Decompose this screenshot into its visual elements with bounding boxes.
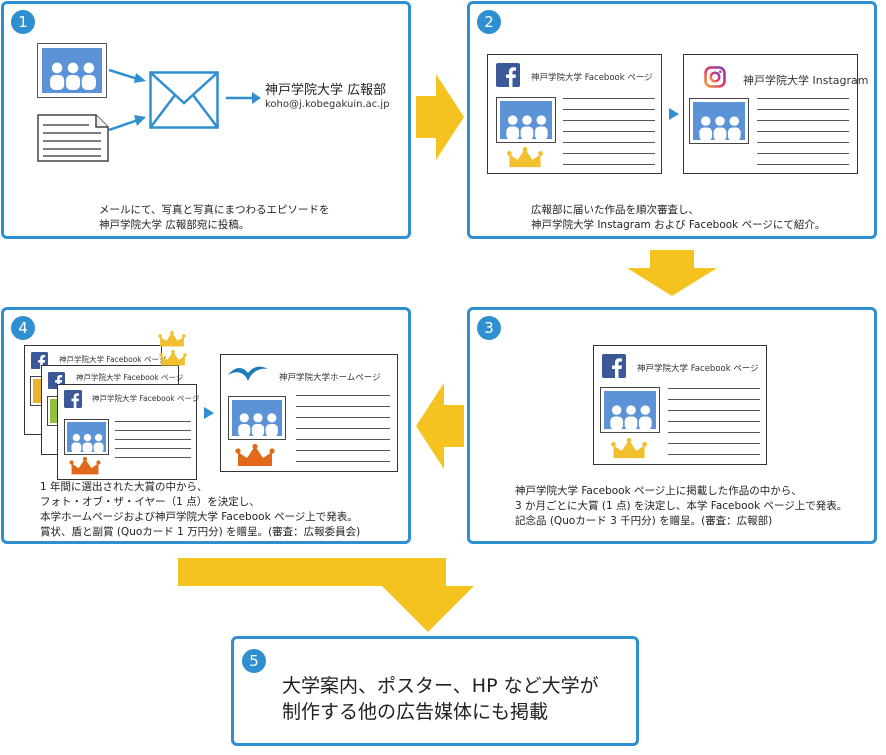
caption-line: 記念品 (Quoカード 3 千円分) を贈呈。(審査：広報部) (515, 515, 773, 527)
document-icon (37, 114, 109, 162)
instagram-page-card: 神戸学院大学 Instagram (683, 54, 868, 175)
caption-line: 1 年間に選出された大賞の中から、 (40, 481, 208, 493)
card-title: 神戸学院大学ホームページ (279, 373, 381, 383)
step-2-caption: 広報部に届いた作品を順次審査し、 神戸学院大学 Instagram および Fa… (531, 203, 825, 233)
arrow-icon (669, 108, 679, 120)
facebook-page-card: 神戸学院大学 Facebook ページ (487, 54, 662, 174)
photo-icon (496, 97, 556, 143)
photo-icon (228, 396, 286, 440)
step-3-number: 3 (477, 316, 501, 340)
photo-icon (64, 419, 109, 455)
flow-arrow-left (416, 383, 464, 469)
text-line: 制作する他の広告媒体にも掲載 (282, 701, 549, 723)
instagram-icon (704, 66, 726, 88)
photo-icon (689, 98, 749, 144)
card-title: 神戸学院大学 Instagram (743, 74, 869, 87)
step-3-box: 3 神戸学院大学 Facebook ページ 神戸学院大学 Facebook ペー… (467, 307, 877, 544)
flow-arrow-elbow (178, 558, 474, 632)
step-4-caption: 1 年間に選出された大賞の中から、 フォト・オブ・ザ・イヤー（1 点）を決定し、… (40, 480, 360, 540)
arrow-icon (108, 68, 146, 83)
crown-icon (610, 438, 648, 460)
crown-icon (506, 147, 544, 169)
step-1-number: 1 (11, 10, 35, 34)
step-3-caption: 神戸学院大学 Facebook ページ上に掲載した作品の中から、 3 か月ごとに… (515, 484, 847, 529)
photo-icon (600, 387, 660, 433)
step-5-text: 大学案内、ポスター、HP など大学が 制作する他の広告媒体にも掲載 (282, 673, 599, 725)
text-lines (296, 395, 390, 472)
text-lines (563, 98, 655, 175)
facebook-icon (64, 390, 82, 408)
facebook-icon (496, 63, 520, 87)
step-5-number: 5 (242, 649, 266, 673)
arrow-icon (226, 92, 261, 104)
card-title: 神戸学院大学 Facebook ページ (59, 355, 167, 364)
caption-line: 3 か月ごとに大賞 (1 点) を決定し、本学 Facebook ページ上で発表… (515, 500, 848, 512)
card-title: 神戸学院大学 Facebook ページ (92, 394, 200, 403)
step-1-caption: メールにて、写真と写真にまつわるエピソードを 神戸学院大学 広報部宛に投稿。 (99, 203, 329, 233)
text-lines (115, 421, 191, 466)
caption-line: 賞状、盾と副賞 (Quoカード 1 万円分) を贈呈。(審査：広報委員会) (40, 526, 361, 538)
caption-line: フォト・オブ・ザ・イヤー（1 点）を決定し、 (40, 496, 260, 508)
step-5-box: 5 大学案内、ポスター、HP など大学が 制作する他の広告媒体にも掲載 (231, 636, 639, 746)
crown-icon (159, 350, 187, 367)
arrow-icon (204, 407, 214, 419)
caption-line: 神戸学院大学 広報部宛に投稿。 (99, 219, 250, 231)
text-line: 大学案内、ポスター、HP など大学が (282, 675, 599, 697)
card-title: 神戸学院大学 Facebook ページ (76, 373, 184, 382)
caption-line: 本学ホームページおよび神戸学院大学 Facebook ページ上で発表。 (40, 511, 358, 523)
crown-icon (69, 457, 101, 476)
step-2-number: 2 (477, 10, 501, 34)
step-4-box: 4 神戸学院大学 Facebook ページ 神戸学院大学 Facebook ペー… (1, 307, 411, 544)
crown-icon (235, 444, 275, 468)
arrow-icon (108, 115, 146, 132)
text-lines (668, 388, 760, 465)
step-2-box: 2 神戸学院大学 Facebook ページ 神戸学院大学 Instagram (467, 1, 877, 239)
facebook-icon (602, 354, 626, 378)
step-1-box: 1 神戸学院大学 広報部 koho@j.kobegakuin.ac.jp メール… (1, 1, 411, 239)
photo-icon (37, 43, 107, 98)
flow-arrow-down (627, 250, 717, 296)
caption-line: 広報部に届いた作品を順次審査し、 (531, 204, 699, 216)
facebook-page-card: 神戸学院大学 Facebook ページ (57, 384, 200, 480)
card-title: 神戸学院大学 Facebook ページ (531, 73, 653, 83)
flow-arrow-right (416, 74, 464, 160)
crown-icon (158, 331, 186, 348)
card-title: 神戸学院大学 Facebook ページ (637, 364, 759, 374)
recipient-email: koho@j.kobegakuin.ac.jp (265, 99, 390, 110)
caption-line: 神戸学院大学 Instagram および Facebook ページにて紹介。 (531, 219, 826, 231)
text-lines (757, 98, 849, 175)
recipient-name: 神戸学院大学 広報部 (265, 83, 387, 98)
caption-line: 神戸学院大学 Facebook ページ上に掲載した作品の中から、 (515, 485, 802, 497)
facebook-page-card: 神戸学院大学 Facebook ページ (593, 345, 767, 465)
envelope-icon (149, 71, 219, 129)
caption-line: メールにて、写真と写真にまつわるエピソードを (99, 204, 330, 216)
university-logo-icon (228, 366, 268, 381)
homepage-card: 神戸学院大学ホームページ (220, 354, 398, 472)
step-4-number: 4 (11, 316, 35, 340)
